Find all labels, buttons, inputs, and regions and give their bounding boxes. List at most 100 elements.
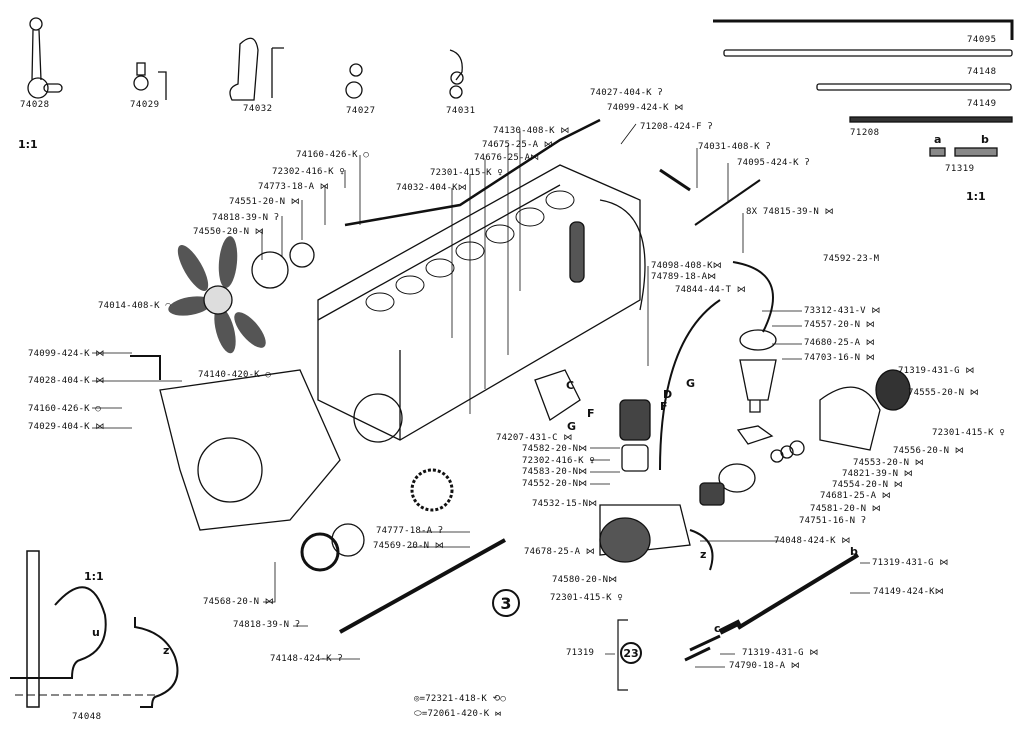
callout: 72302-416-K ♀ [522, 456, 596, 466]
hose-letter: c [714, 622, 721, 635]
clamp-a [929, 147, 946, 157]
part-label: 74027 [346, 106, 376, 116]
callout: 74789-18-A⋈ [651, 272, 717, 282]
callout: 72301-415-K ♀ [550, 593, 624, 603]
wire-letter: F [587, 407, 595, 420]
callout: 74148-424-K ʔ [270, 654, 344, 664]
hose-c [718, 619, 742, 635]
scale-label: 1:1 [18, 138, 38, 151]
callout: 74844-44-T ⋈ [675, 285, 747, 295]
callout: 71319 [566, 648, 595, 658]
lever-74028 [27, 17, 63, 99]
callout: 71208-424-F ʔ [640, 122, 714, 132]
callout: 71319-431-G ⋈ [742, 648, 819, 658]
callout: 74532-15-N⋈ [532, 499, 598, 509]
part-label: 71208 [850, 128, 880, 138]
lever-74029 [133, 62, 167, 100]
washer-icon: ⬭ [414, 709, 422, 719]
part-label: 74031 [446, 106, 476, 116]
callout: 74553-20-N ⋈ [853, 458, 925, 468]
callout: 74777-18-A ʔ [376, 526, 444, 536]
callout: 73312-431-V ⋈ [804, 306, 881, 316]
callout: 74014-408-K ◠ [98, 301, 172, 311]
callout: 74751-16-N ʔ [799, 516, 867, 526]
legend-text: =72061-420-K ⋈ [421, 709, 502, 719]
pulley-housing [197, 437, 263, 503]
generator [599, 504, 714, 571]
part-label: 74032 [243, 104, 273, 114]
callout: 74551-20-N ⋈ [229, 197, 301, 207]
clamp-letter: b [981, 133, 989, 146]
rod-71208 [849, 116, 1013, 123]
clamp-b [954, 147, 998, 157]
timing-cover [159, 369, 341, 531]
callout: 74130-408-K ⋈ [493, 126, 570, 136]
rod-74095 [713, 19, 1014, 40]
part-label: 74095 [967, 35, 997, 45]
callout: 74098-408-K⋈ [651, 261, 723, 271]
wire-letter: F [660, 400, 668, 413]
callout: 72302-416-K ♀ [272, 167, 346, 177]
rod-74148 [723, 49, 1013, 57]
distributor [659, 261, 777, 471]
callout: 74032-404-K⋈ [396, 183, 468, 193]
callout: 74680-25-A ⋈ [804, 338, 876, 348]
callout: 74029-404-K ⋈ [28, 422, 105, 432]
callout: 74149-424-K⋈ [873, 587, 945, 597]
callout: 74099-424-K ⋈ [28, 349, 105, 359]
hose-letter: z [700, 548, 707, 561]
part-label: 71319 [945, 164, 975, 174]
fuel-pump [534, 369, 581, 421]
callout: 74557-20-N ⋈ [804, 320, 876, 330]
wire-letter: C [566, 379, 575, 392]
subgroup-badge: 23 [620, 642, 642, 664]
part-label: 74028 [20, 100, 50, 110]
hose-letter: b [850, 545, 858, 558]
hose-74149 [736, 553, 860, 630]
callout: 74569-20-N ⋈ [373, 541, 445, 551]
wire-letter: D [663, 388, 673, 401]
callout: 74550-20-N ⋈ [193, 227, 265, 237]
pulley-74569 [331, 523, 365, 557]
coil-bracket [621, 444, 649, 472]
callout: 8X 74815-39-N ⋈ [746, 207, 834, 217]
rod-74099 [130, 355, 161, 380]
callout: 74703-16-N ⋈ [804, 353, 876, 363]
callout: 74583-20-N⋈ [522, 467, 588, 477]
callout: 74099-424-K ⋈ [607, 103, 684, 113]
callout: 74140-420-K ○ [198, 370, 272, 380]
callout: 74160-426-K ○ [296, 150, 370, 160]
callout: 74568-20-N ⋈ [203, 597, 275, 607]
template-letter: z [163, 644, 170, 657]
scale-label: 1:1 [84, 570, 104, 583]
callout: 74678-25-A ⋈ [524, 547, 596, 557]
callout: 74773-18-A ⋈ [258, 182, 330, 192]
clamp-letter: a [934, 133, 942, 146]
legend-text: =72321-418-K ⟲○ [419, 694, 507, 704]
callout: 74556-20-N ⋈ [893, 446, 965, 456]
callout: 74790-18-A ⋈ [729, 661, 801, 671]
callout: 74552-20-N⋈ [522, 479, 588, 489]
callout: 74818-39-N ʔ [212, 213, 280, 223]
wire-letter: G [686, 377, 696, 390]
legend-washer: ⬭=72061-420-K ⋈ [414, 709, 502, 719]
callout: 74160-426-K ○ [28, 404, 102, 414]
callout: 71319-431-G ⋈ [898, 366, 975, 376]
rod-74095-installed [694, 179, 761, 226]
callout: 72301-415-K ♀ [932, 428, 1006, 438]
rod-71208-installed [659, 168, 691, 192]
callout: 74676-25-A⋈ [474, 153, 540, 163]
nut-icon: ◎ [414, 694, 420, 704]
callout: 74048-424-K ⋈ [774, 536, 851, 546]
oil-filler [569, 221, 585, 283]
fan-pulley [251, 251, 289, 289]
rod-74148-installed [339, 538, 506, 634]
callout: 74027-404-K ʔ [590, 88, 664, 98]
tee-74790 [684, 634, 721, 662]
lever-74027 [345, 63, 363, 99]
fan [168, 236, 266, 354]
part-label: 74029 [130, 100, 160, 110]
part-label: 74148 [967, 67, 997, 77]
throttle-rod [344, 118, 601, 227]
